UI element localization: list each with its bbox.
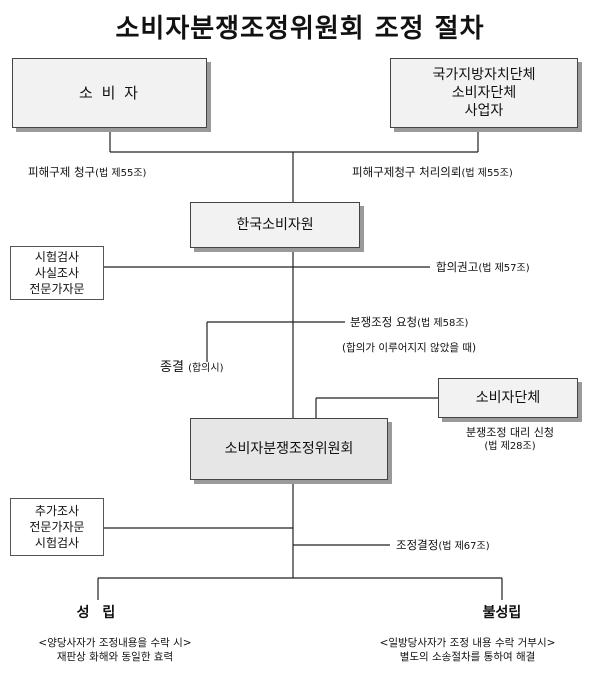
- gov-org-business-box: 국가지방자치단체 소비자단체 사업자: [390, 58, 578, 128]
- extra-line2: 전문가자문: [29, 520, 85, 534]
- mediation-request-label: 분쟁조정 요청(법 제58조): [350, 315, 469, 329]
- gov-box-line2: 소비자단체: [451, 85, 517, 101]
- investigation-line2: 사실조사: [34, 266, 80, 280]
- gov-box-line1: 국가지방자치단체: [432, 67, 536, 83]
- extra-line3: 시험검사: [34, 536, 80, 550]
- consumer-org-box: 소비자단체: [438, 378, 578, 418]
- page-title: 소비자분쟁조정위원회 조정 절차: [115, 14, 485, 44]
- failure-label: 불성립: [482, 605, 522, 621]
- cdrc-box: 소비자분쟁조정위원회: [190, 418, 388, 480]
- consumer-box: 소 비 자: [12, 58, 207, 128]
- success-note: <양당사자가 조정내용을 수락 시> 재판상 화해와 동일한 효력: [38, 637, 192, 663]
- investigation-line1: 시험검사: [34, 250, 80, 264]
- mediation-request-note: (합의가 이루어지지 않았을 때): [342, 342, 477, 354]
- kca-box: 한국소비자원: [190, 202, 360, 248]
- gov-box-line3: 사업자: [464, 103, 504, 119]
- relief-delegate-label: 피해구제청구 처리의뢰(법 제55조): [352, 165, 513, 179]
- relief-request-label: 피해구제 청구(법 제55조): [28, 165, 147, 179]
- termination-label: 종결 (합의시): [160, 360, 224, 375]
- investigation-box: 시험검사 사실조사 전문가자문: [10, 246, 104, 300]
- proxy-request-label: 분쟁조정 대리 신청 (법 제28조): [466, 426, 554, 452]
- extra-investigation-box: 추가조사 전문가자문 시험검사: [10, 498, 104, 556]
- investigation-line3: 전문가자문: [29, 282, 85, 296]
- extra-line1: 추가조사: [34, 504, 80, 518]
- success-label: 성 립: [76, 605, 120, 621]
- decision-label: 조정결정(법 제67조): [396, 538, 490, 552]
- settlement-advice-label: 합의권고(법 제57조): [436, 260, 530, 274]
- failure-note: <일방당사자가 조정 내용 수락 거부시> 별도의 소송절차를 통하여 해결: [379, 637, 556, 663]
